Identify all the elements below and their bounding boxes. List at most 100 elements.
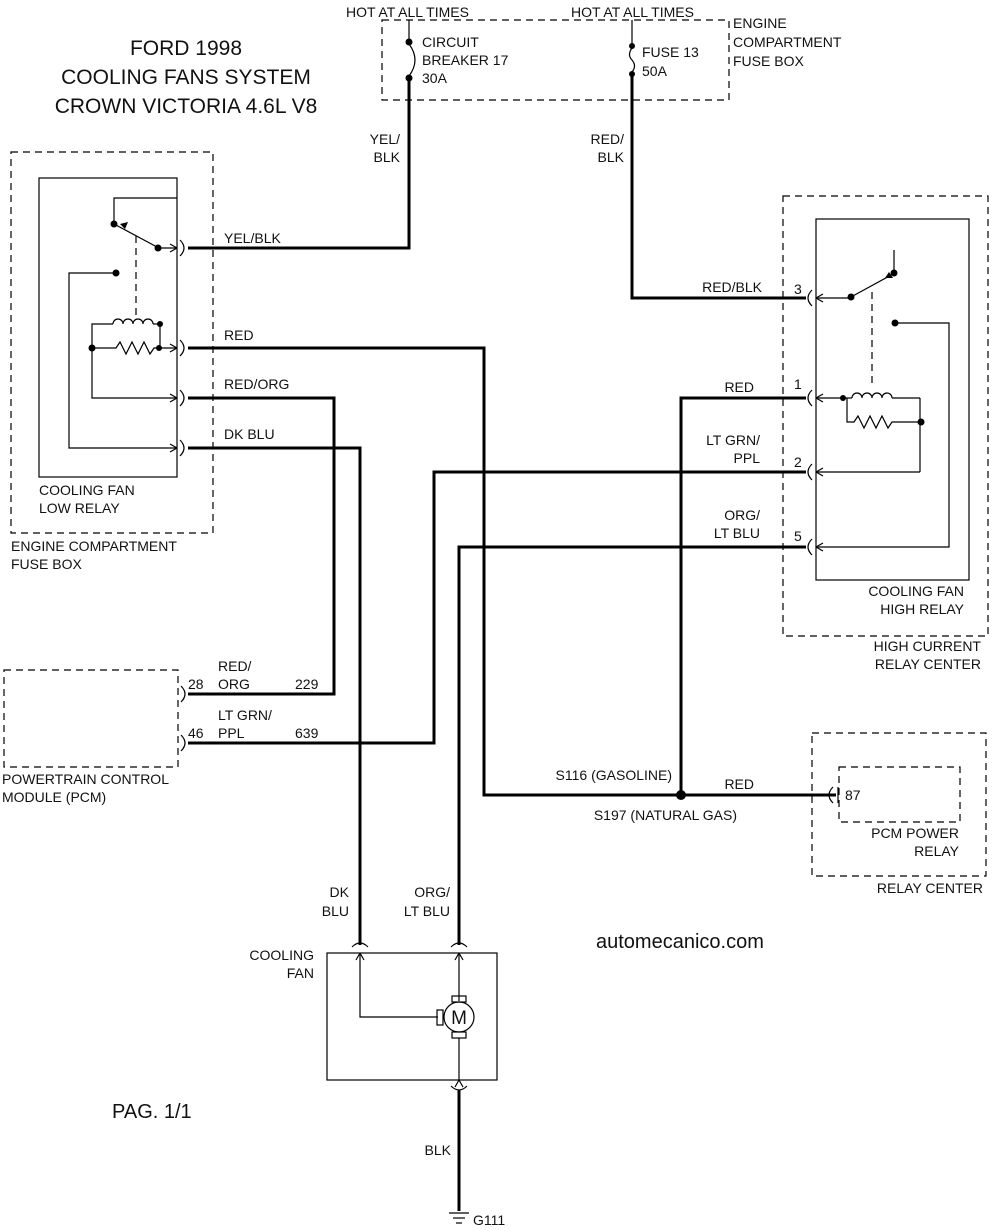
wire-lt-grn-ppl: [188, 470, 806, 745]
pcm-name-2: MODULE (PCM): [2, 789, 106, 805]
high-relay-pin-2: 2: [794, 454, 802, 470]
title-line-1: FORD 1998: [130, 37, 242, 60]
relay-center-outline: [811, 732, 987, 877]
high-relay-box-label-1: HIGH CURRENT: [874, 638, 982, 654]
yelblk-vertical-2: BLK: [374, 149, 401, 165]
low-relay-pins: [169, 239, 185, 457]
high-relay-body: [815, 218, 970, 581]
label-red-blk: RED/BLK: [702, 279, 763, 295]
title-line-3: CROWN VICTORIA 4.6L V8: [55, 95, 318, 118]
pcm-name-1: POWERTRAIN CONTROL: [2, 771, 169, 787]
motor-symbol: M: [451, 1008, 467, 1029]
label-red-low: RED: [224, 327, 254, 343]
high-relay-pin-5: 5: [794, 528, 802, 544]
low-relay-switch: [68, 197, 177, 449]
high-relay-switch: [816, 250, 950, 548]
label-dk-blu-low: DK BLU: [224, 426, 275, 442]
label-red-org-low: RED/ORG: [224, 376, 289, 392]
cooling-fan-name-1: COOLING: [249, 947, 314, 963]
top-fuse-box-outline: [381, 19, 730, 101]
label-pcm-red-org-1: RED/: [218, 658, 252, 674]
wire-org-lt-blu: [457, 545, 806, 945]
wire-red-high-relay: [679, 396, 806, 795]
wire-yel-blk: [188, 80, 411, 250]
circuit-breaker-17: CIRCUIT BREAKER 17 30A: [405, 20, 509, 86]
label-dk-blu-fan-1: DK: [330, 884, 350, 900]
high-relay-box-label-2: RELAY CENTER: [875, 656, 981, 672]
high-relay-pins: 3 1 2 5: [794, 281, 824, 556]
low-relay-fuse-box-outline: [10, 151, 214, 534]
label-pcm-lt-grn-2: PPL: [218, 725, 245, 741]
low-relay-name-2: LOW RELAY: [39, 500, 120, 516]
cooling-fan-high-relay: COOLING FAN HIGH RELAY HIGH CURRENT RELA…: [782, 195, 989, 672]
redblk-vertical-1: RED/: [591, 131, 625, 147]
label-org-lt-blu-1: ORG/: [724, 507, 760, 523]
low-relay-name-1: COOLING FAN: [39, 482, 135, 498]
pcm-relay-pin-87: 87: [845, 787, 861, 803]
pcm-power-relay: 87 PCM POWER RELAY RELAY CENTER: [811, 732, 987, 896]
cooling-fan-body: [326, 952, 498, 1081]
ground-label: G111: [473, 1212, 505, 1228]
high-relay-name-2: HIGH RELAY: [880, 601, 964, 617]
wires: [188, 76, 836, 1211]
splice-point: [676, 790, 686, 800]
circuit-639: 639: [295, 725, 319, 741]
high-relay-name-1: COOLING FAN: [868, 583, 964, 599]
low-relay-body: [38, 177, 178, 478]
cooling-fan-motor: COOLING FAN M: [249, 942, 498, 1091]
high-relay-pin-3: 3: [794, 281, 802, 297]
label-pcm-red-org-2: ORG: [218, 676, 250, 692]
cooling-fan-low-relay: COOLING FAN LOW RELAY ENGINE COMPARTMENT…: [10, 151, 214, 572]
low-relay-coil: [88, 318, 177, 399]
wire-red-low-relay: [188, 346, 836, 797]
label-lt-grn-ppl-1: LT GRN/: [706, 432, 760, 448]
cooling-fan-name-2: FAN: [287, 965, 314, 981]
hot-at-all-times-right: HOT AT ALL TIMES: [571, 4, 694, 20]
fuse-label-1: FUSE 13: [642, 44, 699, 60]
label-pcm-lt-grn-1: LT GRN/: [218, 707, 272, 723]
page-number: PAG. 1/1: [112, 1101, 192, 1123]
label-org-lt-blu-2: LT BLU: [714, 525, 760, 541]
fuse-13: FUSE 13 50A: [628, 20, 699, 79]
label-blk: BLK: [425, 1142, 452, 1158]
top-fuse-box-label-3: FUSE BOX: [733, 53, 804, 69]
circuit-229: 229: [295, 676, 319, 692]
top-fuse-box-label-2: COMPARTMENT: [733, 34, 842, 50]
motor-icon: [443, 1001, 475, 1033]
yelblk-vertical-1: YEL/: [370, 131, 400, 147]
high-relay-coil: [816, 392, 925, 473]
label-red-to-relay: RED: [724, 776, 754, 792]
redblk-vertical-2: BLK: [598, 149, 625, 165]
powertrain-control-module: POWERTRAIN CONTROL MODULE (PCM) 28 46 22…: [2, 669, 319, 805]
pcm-relay-name-1: PCM POWER: [871, 825, 959, 841]
pcm-relay-name-2: RELAY: [914, 843, 960, 859]
wire-labels: YEL/ BLK RED/ BLK YEL/BLK RED RED/ORG DK…: [218, 131, 763, 1158]
wire-dk-blu: [188, 446, 362, 945]
title-line-2: COOLING FANS SYSTEM: [61, 66, 311, 89]
high-relay-pin-1: 1: [794, 376, 802, 392]
pcm-pin-46: 46: [188, 725, 204, 741]
top-fuse-box-label-1: ENGINE: [733, 15, 787, 31]
relay-center-label: RELAY CENTER: [877, 880, 983, 896]
splice-s116-label: S116 (GASOLINE): [556, 767, 672, 783]
fuse-label-2: 50A: [642, 63, 668, 79]
label-red-high: RED: [724, 379, 754, 395]
wire-red-blk: [630, 76, 806, 300]
high-current-relay-center-outline: [782, 195, 989, 637]
splice-s197-label: S197 (NATURAL GAS): [594, 807, 737, 823]
breaker-label-1: CIRCUIT: [422, 34, 479, 50]
breaker-label-3: 30A: [422, 70, 448, 86]
top-fuse-box: HOT AT ALL TIMES HOT AT ALL TIMES ENGINE…: [346, 4, 842, 101]
site-watermark: automecanico.com: [596, 931, 764, 953]
pcm-outline: [3, 669, 179, 768]
label-org-lt-blu-fan-1: ORG/: [414, 884, 450, 900]
low-relay-box-label-1: ENGINE COMPARTMENT: [11, 538, 177, 554]
pcm-pin-28: 28: [188, 676, 204, 692]
ground-g111: G111: [449, 1212, 505, 1228]
low-relay-box-label-2: FUSE BOX: [11, 556, 82, 572]
label-dk-blu-fan-2: BLU: [322, 903, 349, 919]
breaker-label-2: BREAKER 17: [422, 52, 509, 68]
label-org-lt-blu-fan-2: LT BLU: [404, 903, 450, 919]
label-lt-grn-ppl-2: PPL: [734, 450, 761, 466]
